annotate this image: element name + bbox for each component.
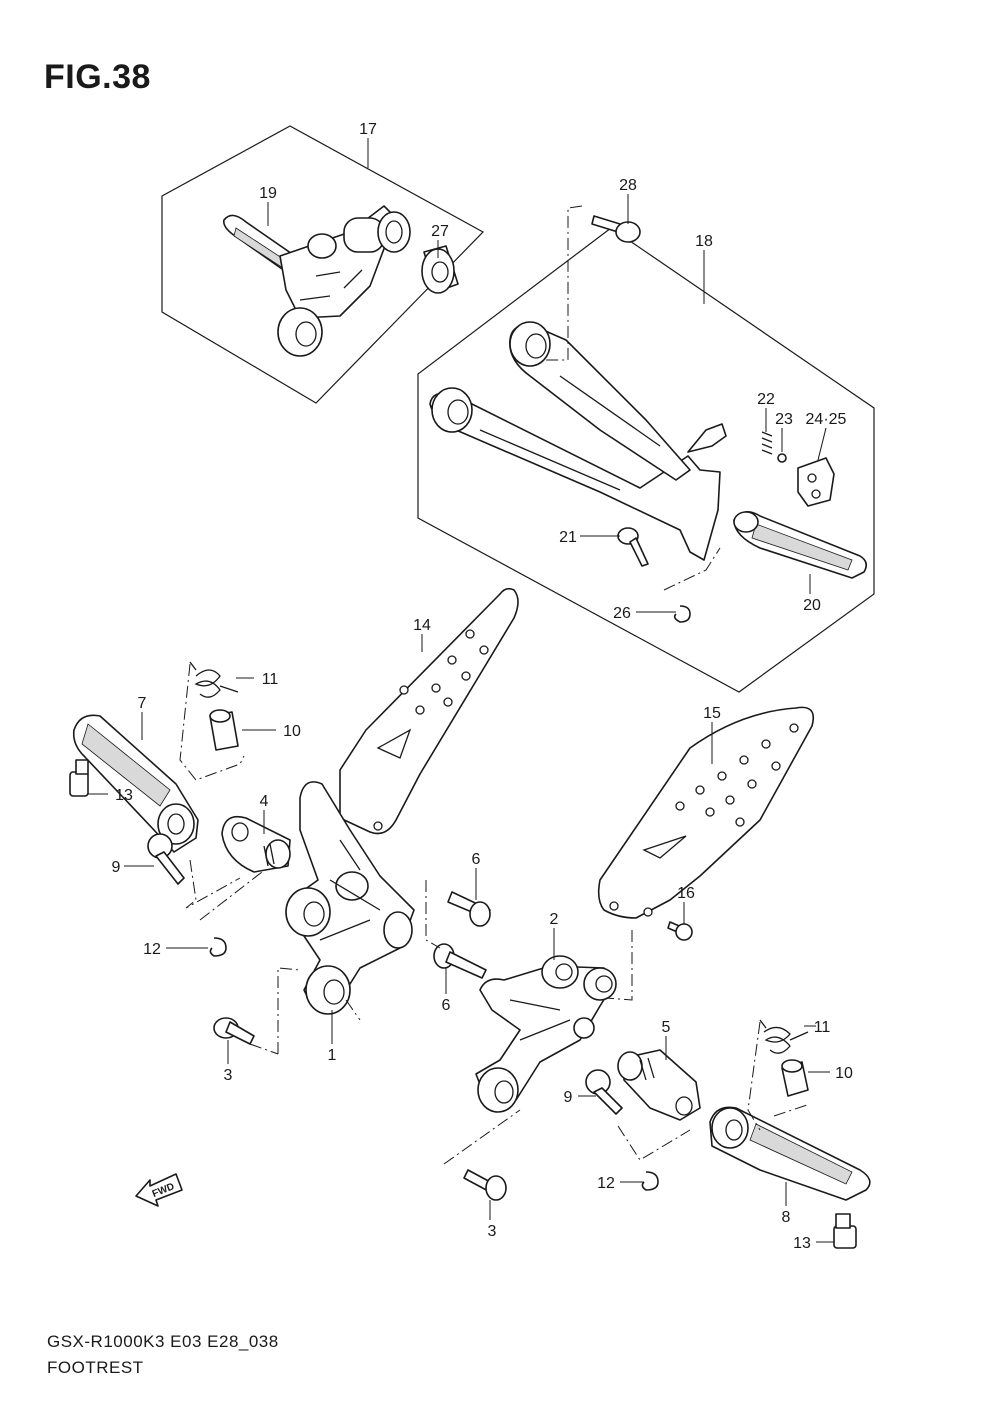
callout-4: 4 (260, 793, 269, 810)
part-8-footpeg-right (709, 1106, 871, 1201)
part-3-bolt-left (213, 1017, 255, 1045)
callout-12-left: 12 (143, 941, 161, 958)
part-1-rear-bracket-left (285, 781, 415, 1015)
part-15-heel-plate-right (597, 706, 815, 919)
callout-11-left: 11 (262, 671, 279, 688)
callout-20: 20 (803, 597, 821, 614)
part-22-spring (761, 431, 773, 455)
callout-6-lower: 6 (442, 997, 451, 1014)
callout-3-left: 3 (224, 1067, 233, 1084)
callout-19: 19 (259, 185, 277, 202)
part-16-screw (667, 921, 693, 941)
part-4-pivot-left (221, 815, 291, 873)
callout-10-right: 10 (835, 1065, 853, 1082)
part-27-bushing (421, 245, 459, 294)
callout-28: 28 (619, 177, 637, 194)
part-17-footrest-assembly (222, 205, 411, 357)
callout-9-right: 9 (564, 1089, 573, 1106)
part-26-e-clip (673, 605, 691, 623)
part-5-pivot-right (617, 1049, 701, 1121)
callout-22: 22 (757, 391, 775, 408)
assembly-box-17 (161, 125, 484, 404)
part-11-spring-left (189, 661, 239, 698)
part-14-heel-plate-left (339, 587, 519, 835)
part-21-pin (617, 527, 649, 567)
part-23-ball (777, 453, 787, 463)
callout-leaders (88, 138, 834, 1243)
callout-5: 5 (662, 1019, 671, 1036)
callout-8: 8 (782, 1209, 791, 1226)
callout-1: 1 (328, 1047, 337, 1064)
part-20-footpeg (733, 511, 868, 579)
part-7-footpeg-left (72, 714, 199, 853)
callout-9-left: 9 (112, 859, 121, 876)
callout-17: 17 (359, 121, 377, 138)
callout-15: 15 (703, 705, 721, 722)
part-28-bolt (591, 215, 641, 243)
part-9-pin-left (147, 833, 185, 885)
callout-3-right: 3 (488, 1223, 497, 1240)
part-12-e-clip-right (641, 1171, 659, 1191)
callout-24-25: 24·25 (806, 411, 847, 428)
part-2-rear-bracket-right (475, 955, 617, 1113)
part-13-stopper-left (69, 759, 89, 797)
callout-18: 18 (695, 233, 713, 250)
callout-26: 26 (613, 605, 631, 622)
callout-16: 16 (677, 885, 695, 902)
fwd-arrow-icon: FWD (135, 1173, 183, 1207)
callout-7: 7 (138, 695, 147, 712)
part-6-bolt-upper (447, 891, 491, 927)
callout-11-right: 11 (814, 1019, 831, 1036)
callout-13-left: 13 (115, 787, 133, 804)
callout-6-upper: 6 (472, 851, 481, 868)
figure-title: FIG.38 (44, 58, 151, 96)
part-10-bushing-right (781, 1059, 809, 1097)
assembly-box-18 (417, 227, 875, 693)
part-6-bolt-lower (433, 943, 487, 979)
part-9-pin-right (585, 1069, 623, 1115)
part-18-footrest-bracket (429, 321, 727, 561)
callout-21: 21 (559, 529, 577, 546)
part-12-e-clip-left (209, 937, 227, 957)
part-11-spring-right (759, 1019, 809, 1054)
assembly-lines (179, 205, 811, 1165)
part-3-bolt-right (463, 1169, 507, 1201)
callout-13-right: 13 (793, 1235, 811, 1252)
callout-27: 27 (431, 223, 449, 240)
part-24-25-plate (797, 457, 835, 507)
callout-10-left: 10 (283, 723, 301, 740)
section-name: FOOTREST (47, 1358, 144, 1377)
callout-2: 2 (550, 911, 559, 928)
callout-labels: 17 19 27 28 18 22 23 24·25 21 20 26 14 1… (112, 121, 853, 1252)
model-code: GSX-R1000K3 E03 E28_038 (47, 1332, 279, 1351)
callout-12-right: 12 (597, 1175, 615, 1192)
part-13-stopper-right (833, 1213, 857, 1249)
callout-23: 23 (775, 411, 793, 428)
callout-14: 14 (413, 617, 431, 634)
part-10-bushing-left (209, 709, 239, 751)
